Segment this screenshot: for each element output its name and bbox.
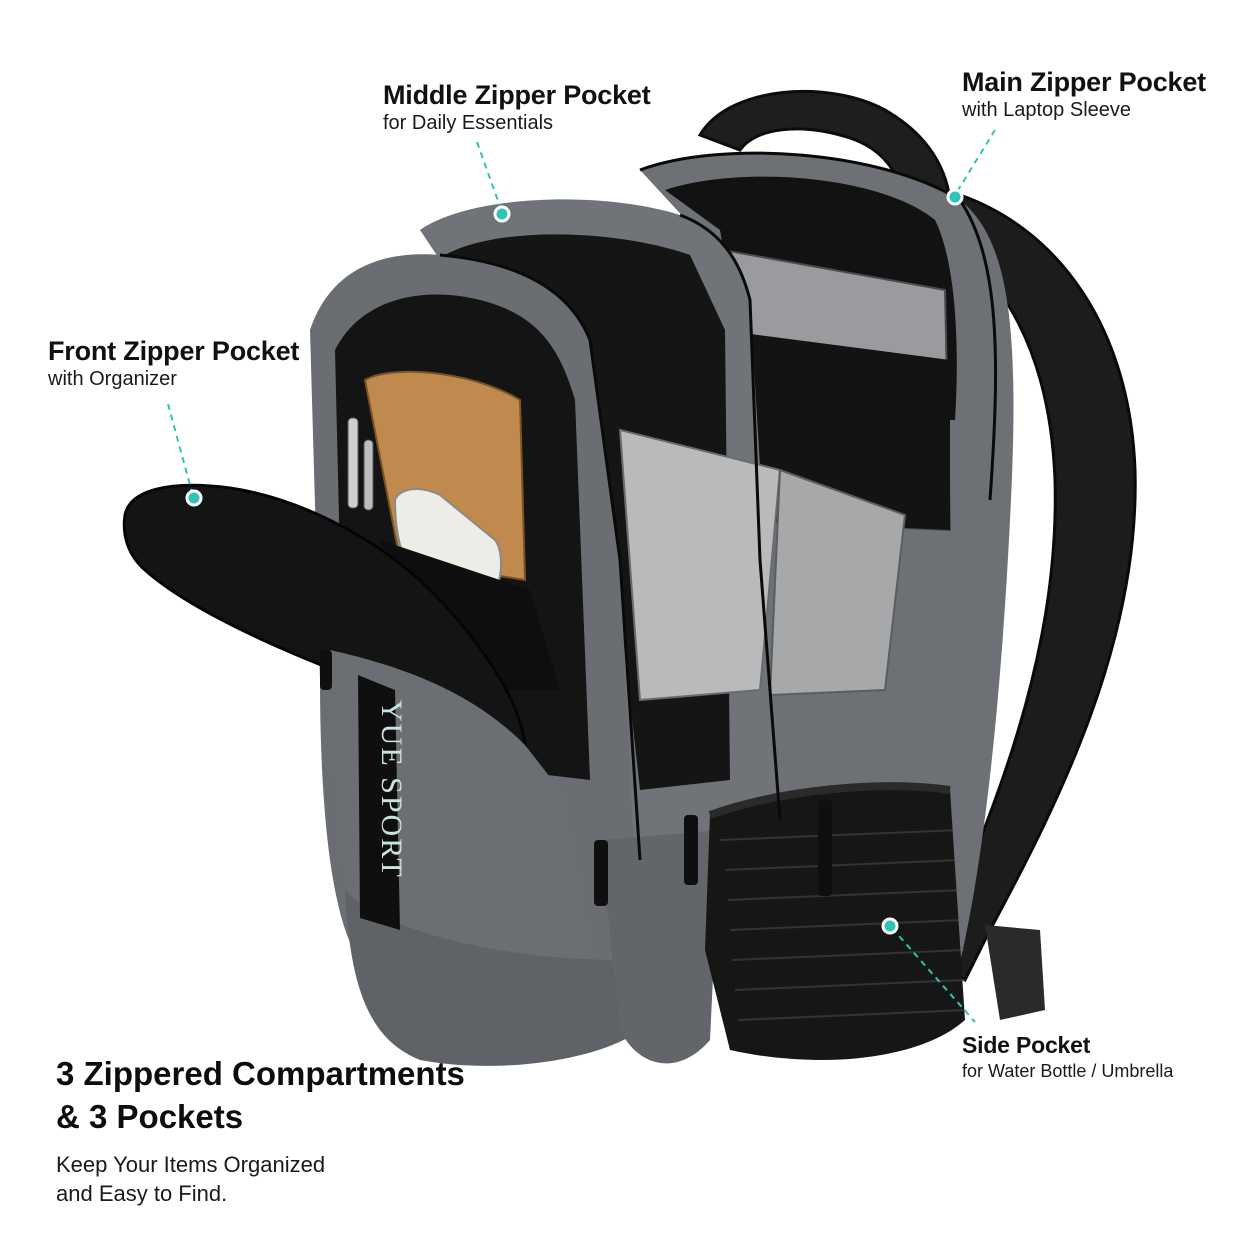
headline: 3 Zippered Compartments & 3 Pockets (56, 1052, 465, 1138)
tagline: Keep Your Items Organized and Easy to Fi… (56, 1150, 325, 1208)
tagline-line-1: Keep Your Items Organized (56, 1152, 326, 1177)
callout-main-pocket: Main Zipper Pocket with Laptop Sleeve (962, 67, 1206, 123)
folder (768, 468, 907, 697)
zipper-pull (594, 840, 608, 906)
callout-side-pocket: Side Pocket for Water Bottle / Umbrella (962, 1032, 1173, 1083)
callout-dot-middle (493, 205, 511, 223)
zipper-pull (818, 800, 832, 896)
folder (618, 428, 782, 702)
zipper-pull (684, 815, 698, 885)
callout-leaders (167, 129, 996, 1023)
pen (363, 439, 374, 511)
shoulder-strap (928, 193, 1137, 983)
headline-line-1: 3 Zippered Compartments (56, 1055, 465, 1092)
callout-dot-main (946, 188, 964, 206)
bottom-panel (345, 890, 640, 1066)
headline-line-2: & 3 Pockets (56, 1098, 244, 1135)
tagline-line-2: and Easy to Find. (56, 1181, 228, 1206)
callout-front-pocket: Front Zipper Pocket with Organizer (48, 336, 299, 392)
brand-strip (358, 675, 400, 930)
side-panel (600, 830, 720, 1064)
callout-title: Middle Zipper Pocket (383, 80, 651, 110)
callout-subtitle: with Organizer (48, 368, 177, 390)
strap-buckle (985, 925, 1045, 1020)
brand-label: YUE SPORT (375, 700, 408, 879)
callout-subtitle: with Laptop Sleeve (962, 99, 1132, 121)
callout-subtitle: for Water Bottle / Umbrella (962, 1061, 1174, 1081)
callout-subtitle: for Daily Essentials (383, 112, 554, 134)
pen (347, 417, 359, 509)
callout-middle-pocket: Middle Zipper Pocket for Daily Essential… (383, 80, 651, 136)
callout-title: Side Pocket (962, 1032, 1091, 1058)
callout-dots (185, 188, 964, 935)
side-mesh-pocket (705, 786, 965, 1060)
callout-title: Front Zipper Pocket (48, 336, 300, 366)
mesh-pattern (719, 829, 967, 1021)
callout-dot-side (881, 917, 899, 935)
callout-title: Main Zipper Pocket (962, 67, 1206, 97)
zipper-pull (320, 650, 332, 690)
callout-dot-front (185, 489, 203, 507)
